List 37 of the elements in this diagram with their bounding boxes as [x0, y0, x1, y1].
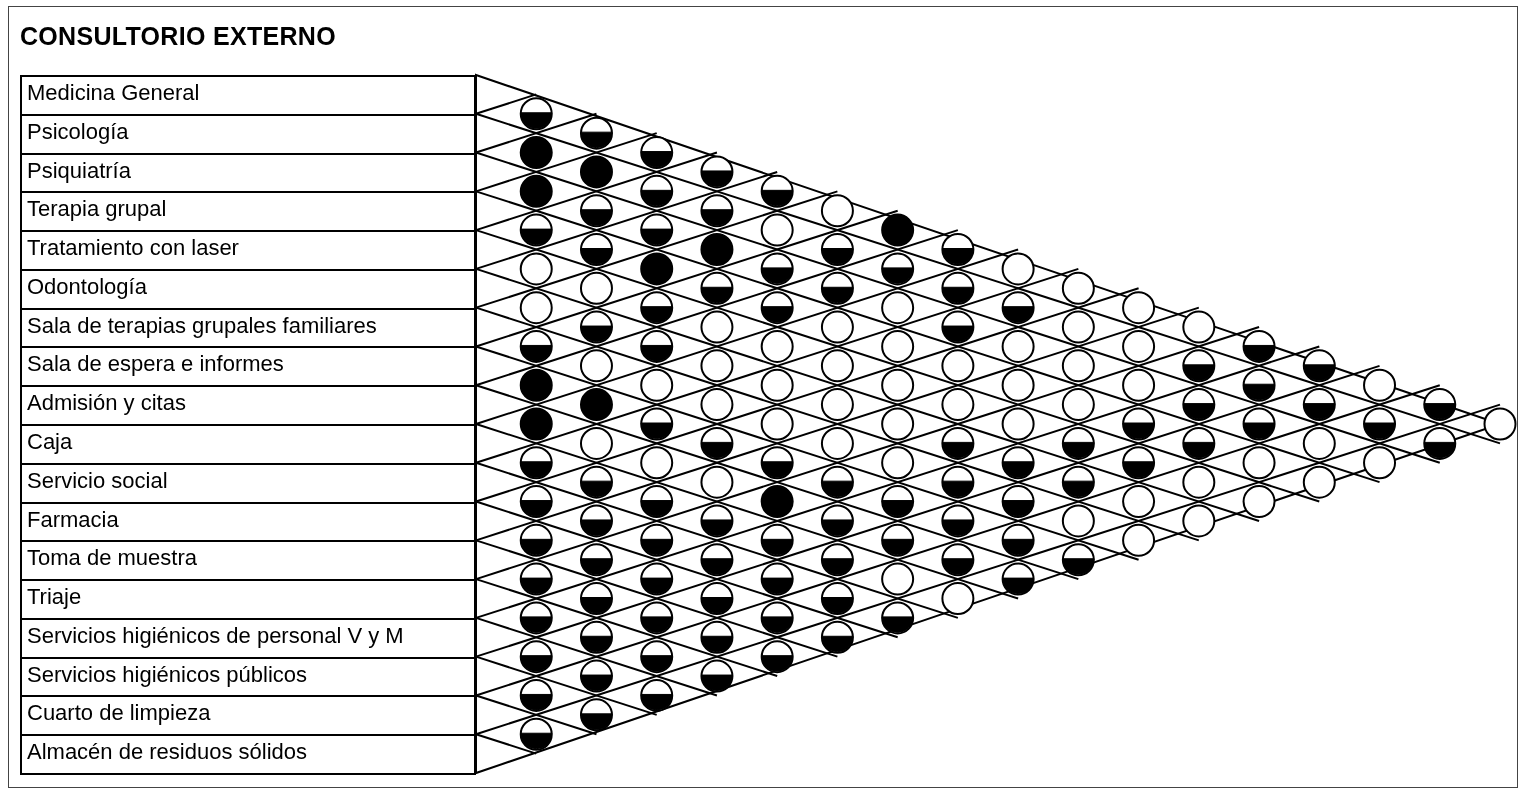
- space-box: [20, 424, 476, 465]
- space-box: [20, 152, 476, 194]
- space-name: Almacén de residuos sólidos: [27, 739, 308, 766]
- space-box: [20, 268, 476, 310]
- space-name: Terapia grupal: [27, 196, 167, 223]
- space-name: Medicina General: [27, 80, 200, 106]
- space-name: Admisión y citas: [27, 390, 186, 417]
- space-box: [20, 501, 476, 543]
- space-name: Sala de espera e informes: [27, 351, 284, 378]
- space-name: Triaje: [27, 584, 82, 611]
- space-box: [20, 734, 476, 775]
- space-box: [20, 540, 476, 582]
- title: CONSULTORIO EXTERNO: [20, 22, 336, 51]
- space-name: Sala de terapias grupales familiares: [27, 312, 377, 339]
- space-box: [20, 307, 476, 349]
- space-name: Tratamiento con laser: [27, 235, 239, 262]
- space-box: [20, 462, 476, 504]
- space-name: Odontología: [27, 273, 147, 300]
- space-name: Servicio social: [27, 467, 168, 494]
- space-box: [20, 617, 476, 659]
- space-box: [20, 385, 476, 426]
- space-box: [20, 230, 476, 271]
- space-box: [20, 579, 476, 620]
- space-name: Toma de muestra: [27, 545, 197, 572]
- space-name: Servicios higiénicos de personal V y M: [27, 622, 404, 649]
- space-box: [20, 191, 476, 233]
- space-name: Caja: [27, 429, 73, 455]
- space-box: [20, 113, 476, 155]
- space-name: Farmacia: [27, 506, 119, 533]
- space-box: [20, 346, 476, 388]
- space-name: Psiquiatría: [27, 157, 131, 184]
- space-name: Psicología: [27, 118, 129, 145]
- space-box: [20, 695, 476, 737]
- space-name: Cuarto de limpieza: [27, 700, 211, 727]
- space-name: Servicios higiénicos públicos: [27, 661, 308, 688]
- space-box: [20, 75, 476, 116]
- space-box: [20, 656, 476, 698]
